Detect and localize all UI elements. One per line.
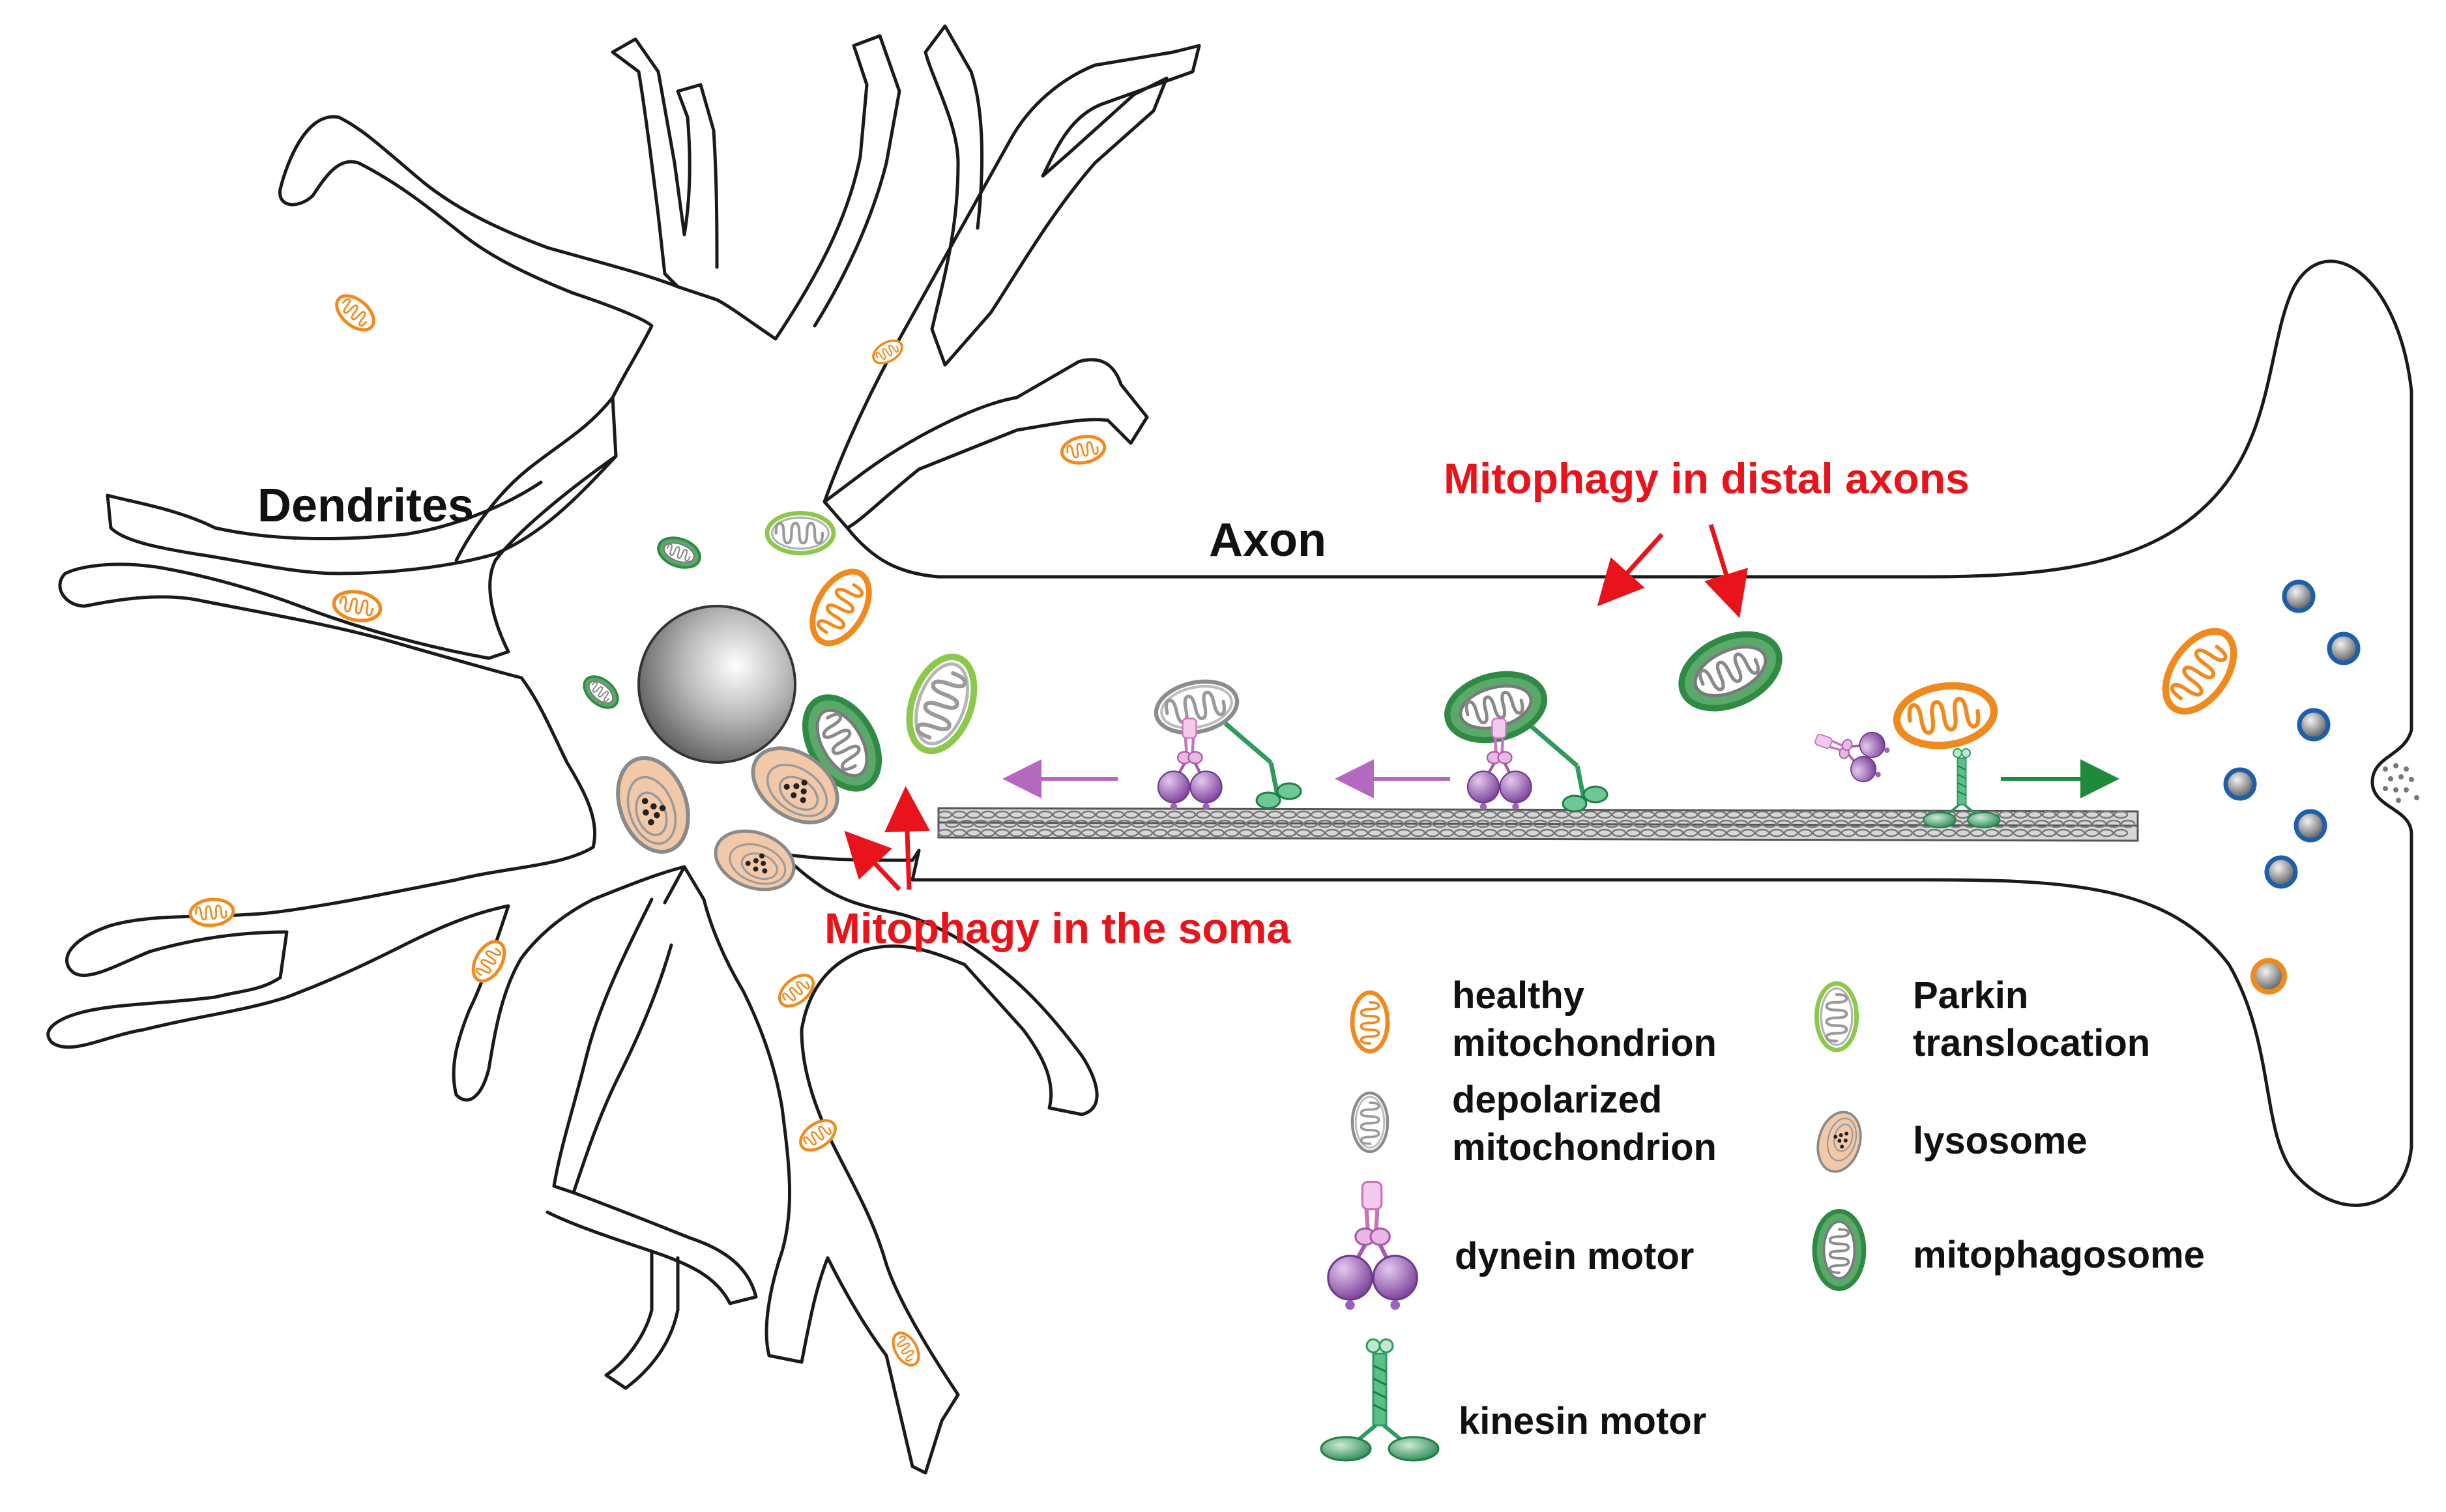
kinesin-motor-icon [1321,1339,1438,1461]
lysosome-icon [605,748,701,862]
axon-cargo-healthy [1806,680,2000,829]
healthy-mitochondrion-icon [774,969,819,1012]
legend-parkin-line1: Parkin [1913,974,2028,1017]
healthy-mitochondrion-icon [801,562,881,653]
synaptic-vesicle-icon [2293,809,2327,843]
axon-terminal [2152,579,2419,995]
mitophagosome-icon [1814,1212,1864,1289]
distal-arrow [1597,532,1664,607]
soma-and-lower-dendrites [46,454,1099,1475]
healthy-mitochondrion-icon [330,289,380,337]
legend-depolarized-line2: mitochondrion [1452,1126,1717,1169]
legend-parkin-line2: translocation [1913,1022,2150,1064]
legend-healthy-line1: healthy [1452,974,1584,1017]
lysosome-icon [707,821,802,899]
axon-cargo-depolarized [1152,675,1301,810]
healthy-mitochondrion-icon [189,897,234,927]
legend-dynein: dynein motor [1455,1235,1694,1277]
mitophagosome-icon [654,532,704,573]
kinesin-motor-icon [1532,727,1607,811]
mitophagosome-icon [578,670,624,714]
healthy-mitochondrion-icon [869,336,906,368]
mitophagy-distal-label: Mitophagy in distal axons [1444,454,1970,502]
mitophagosome-icon [1670,620,1791,723]
dynein-motor-icon [1158,719,1222,810]
healthy-mitochondrion-icon [1352,993,1388,1051]
parkin-translocation-icon [1816,983,1856,1050]
dynein-motor-icon [1806,713,1895,789]
legend-kinesin: kinesin motor [1459,1400,1706,1442]
soma-arrow [844,830,901,892]
released-vesicles [2383,763,2419,803]
legend-mitophagosome: mitophagosome [1913,1234,2205,1276]
dynein-motor-icon [1328,1182,1418,1310]
legend-healthy-line2: mitochondrion [1452,1022,1717,1064]
healthy-mitochondrion-icon [467,937,510,987]
dendrite-branch-lower-3 [604,1249,680,1390]
healthy-mitochondrion-icon [1060,433,1107,466]
legend-depolarized-line1: depolarized [1452,1079,1662,1121]
synaptic-vesicle-icon [2282,579,2316,613]
dendrite-branch-lower-2 [546,1191,758,1305]
healthy-mitochondrion-icon [2152,619,2248,724]
axon-membrane-upper [845,259,2413,1207]
axon-cargo-mitophagosome [1440,664,1607,811]
depolarized-mitochondrion-icon [1352,1093,1388,1152]
synaptic-vesicle-icon [2297,708,2331,742]
kinesin-motor-icon [1225,723,1301,808]
mitophagy-soma-label: Mitophagy in the soma [824,904,1291,952]
dendrite-tree-outline [106,24,1201,575]
dendrites-label: Dendrites [257,480,474,532]
distal-arrow [1704,523,1748,618]
microtubule-icon [937,807,2139,842]
parkin-translocation-icon [897,648,986,760]
healthy-mitochondrion-icon [888,1329,924,1370]
neuron-outline [46,24,2413,1475]
synaptic-vesicle-icon [2327,632,2361,665]
parkin-translocation-icon [767,513,834,553]
synaptic-vesicle-icon [2264,855,2298,889]
nucleus-icon [637,605,796,764]
legend-lysosome: lysosome [1913,1120,2088,1162]
axon-label: Axon [1209,514,1326,566]
healthy-mitochondrion-icon [1893,680,1998,751]
soma-arrow [884,786,930,890]
dendrite-branch-lower [552,897,673,1195]
synaptic-vesicle-icon [2223,767,2257,801]
synaptic-vesicle-icon [2250,958,2287,995]
legend: healthy mitochondrion depolarized mitoch… [1321,974,2205,1461]
lysosome-icon [1810,1106,1869,1178]
